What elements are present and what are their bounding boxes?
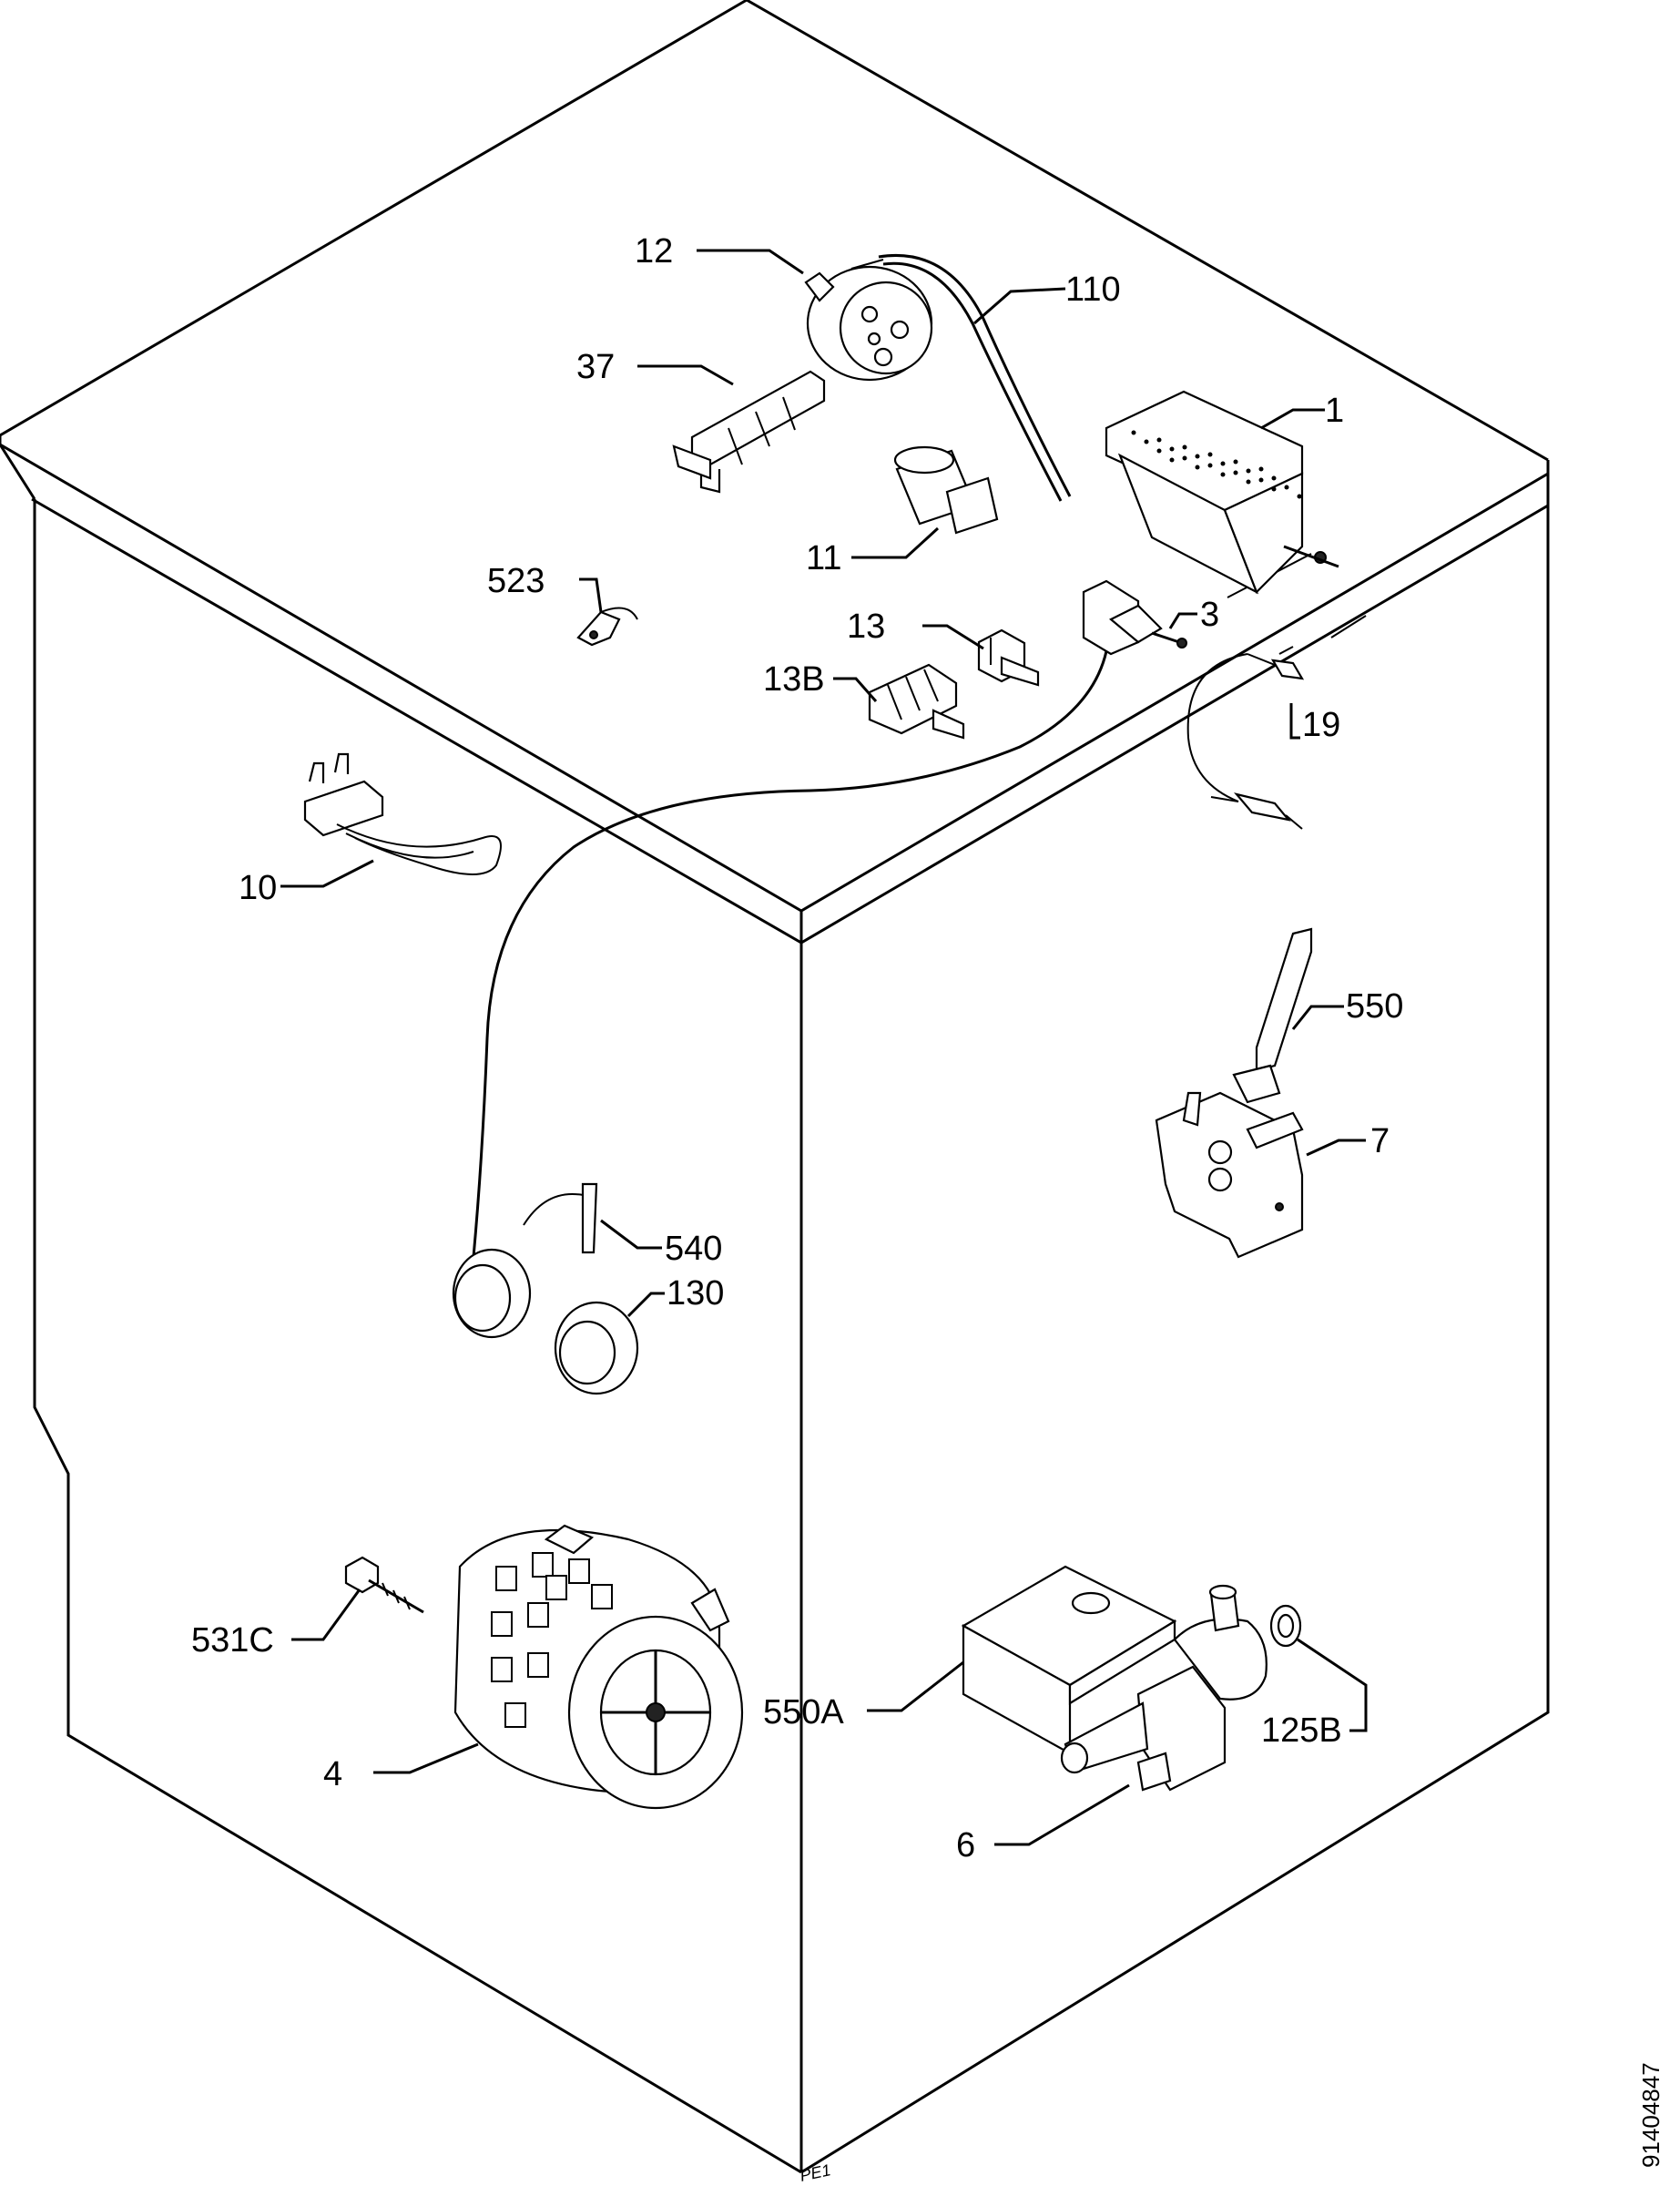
cable-clip-523-part — [576, 607, 638, 647]
drain-pump-part — [1060, 1584, 1268, 1792]
motor-vent-slots — [491, 1552, 613, 1728]
timer-grille-dot — [1220, 461, 1226, 466]
label-130: 130 — [667, 1274, 724, 1313]
timer-grille-dot — [1233, 459, 1238, 465]
timer-grille-dot — [1271, 475, 1277, 481]
label-540: 540 — [665, 1230, 722, 1268]
timer-grille-dot — [1169, 457, 1175, 463]
motor-vent-slot — [491, 1611, 513, 1637]
motor-vent-slot — [504, 1702, 526, 1728]
label-13: 13 — [847, 608, 885, 646]
motor-vent-slot — [545, 1575, 567, 1600]
label-1: 1 — [1325, 392, 1344, 430]
pressure-hose-part — [878, 253, 1072, 502]
programme-timer-part — [1105, 390, 1339, 595]
label-523: 523 — [487, 562, 545, 600]
label-531c: 531C — [191, 1621, 274, 1660]
temperature-sensor-part — [1186, 653, 1305, 830]
timer-grille-dot — [1195, 454, 1200, 459]
timer-grille-dot — [1207, 452, 1213, 457]
timer-grille-dot — [1156, 448, 1162, 454]
grommet-part — [452, 1248, 639, 1395]
label-3: 3 — [1200, 596, 1219, 634]
motor-vent-slot — [495, 1566, 517, 1591]
door-interlock-part — [1155, 1091, 1304, 1259]
timer-grille-dot — [1258, 477, 1264, 483]
label-19: 19 — [1302, 706, 1340, 744]
label-550: 550 — [1346, 987, 1403, 1026]
drive-motor-part — [453, 1524, 744, 1810]
timer-grille-dot — [1169, 446, 1175, 452]
timer-grille-dot — [1182, 444, 1187, 450]
motor-screw-part — [344, 1556, 424, 1614]
motor-vent-slot — [591, 1584, 613, 1609]
part-number-labels: 12 110 37 1 11 523 3 13 13B 19 10 550 7 … — [191, 232, 1403, 1864]
timer-grille-dot — [1258, 466, 1264, 472]
label-10: 10 — [239, 869, 277, 907]
label-4: 4 — [323, 1755, 342, 1793]
label-13b: 13B — [763, 660, 825, 699]
drawing-code: 91404847 — [1637, 2062, 1665, 2168]
label-125b: 125B — [1261, 1711, 1342, 1750]
terminal-block-part — [672, 370, 826, 494]
timer-grille-dot — [1284, 485, 1289, 490]
timer-grille-dot — [1271, 486, 1277, 492]
connector-13-part — [977, 628, 1040, 687]
cabinet-outline — [0, 0, 1550, 2174]
heating-element-part — [303, 752, 502, 875]
motor-vent-slot — [532, 1552, 554, 1578]
corner-mark: PE1 — [799, 2160, 832, 2185]
timer-grille-dot — [1297, 494, 1302, 499]
motor-vent-slot — [568, 1558, 590, 1584]
label-7: 7 — [1370, 1122, 1390, 1160]
connector-13b-part — [868, 663, 965, 740]
timer-grille-dot — [1182, 455, 1187, 461]
leader-lines — [280, 249, 1368, 1846]
capacitor-part — [893, 445, 999, 535]
door-lock-lever-part — [1232, 927, 1313, 1104]
timer-grille-dot — [1207, 463, 1213, 468]
motor-vent-slot — [527, 1602, 549, 1628]
cover-550a-part — [961, 1565, 1177, 1755]
timer-grille — [1131, 430, 1302, 499]
timer-grille-dot — [1220, 472, 1226, 477]
timer-grille-dot — [1246, 479, 1251, 485]
washer-125b-part — [1269, 1604, 1302, 1648]
timer-grille-dot — [1195, 465, 1200, 470]
label-110: 110 — [1065, 271, 1121, 309]
label-12: 12 — [635, 232, 673, 271]
label-37: 37 — [576, 348, 615, 386]
timer-grille-dot — [1156, 437, 1162, 443]
label-550a: 550A — [763, 1693, 844, 1731]
timer-grille-dot — [1144, 439, 1149, 444]
pressure-switch-part — [804, 259, 933, 382]
motor-vent-slot — [527, 1652, 549, 1678]
label-6: 6 — [956, 1826, 975, 1864]
timer-grille-dot — [1246, 468, 1251, 474]
motor-vent-slot — [491, 1657, 513, 1682]
on-off-switch-part — [1082, 579, 1187, 656]
cable-tie-part — [523, 1182, 598, 1254]
label-11: 11 — [806, 539, 841, 577]
timer-grille-dot — [1233, 470, 1238, 475]
main-wiring-cable — [472, 650, 1108, 1258]
timer-grille-dot — [1131, 430, 1136, 435]
